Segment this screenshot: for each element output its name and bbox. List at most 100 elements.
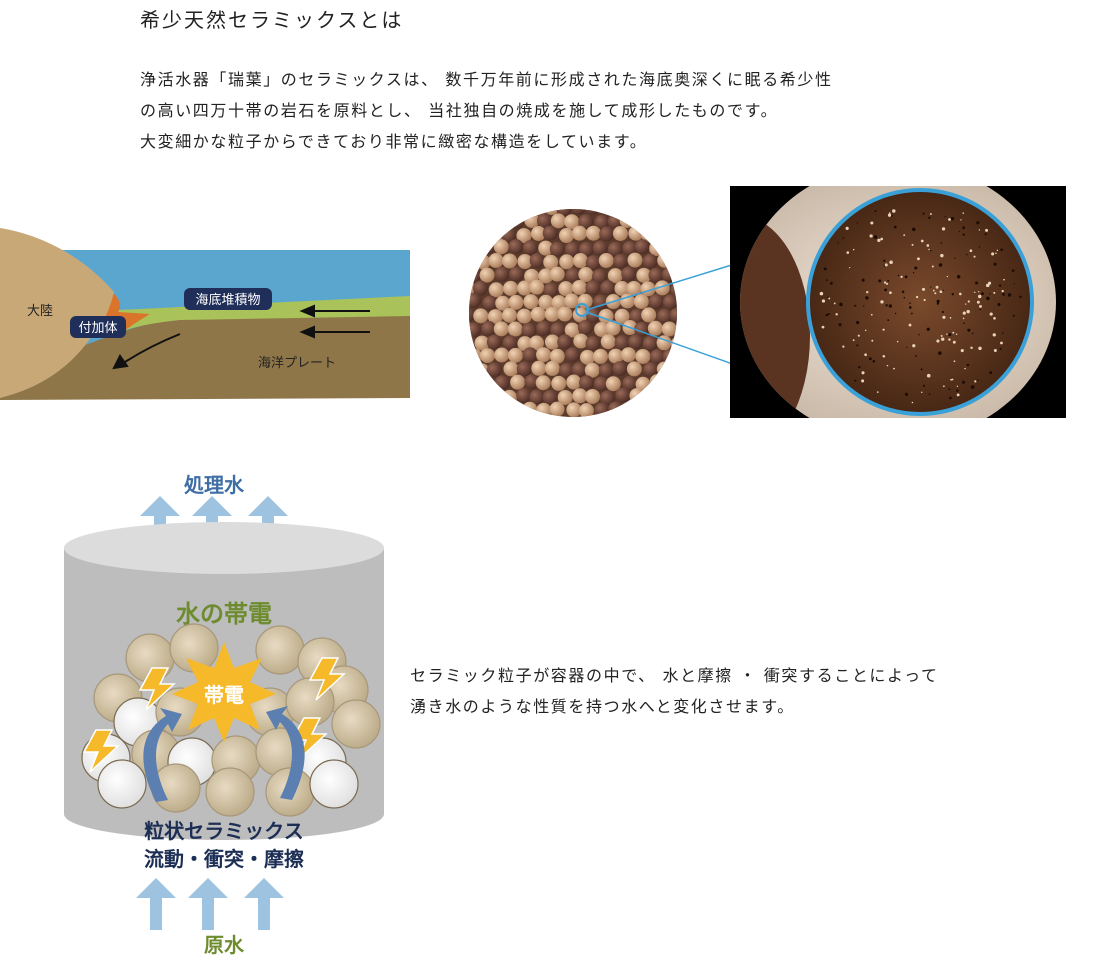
pellet (503, 361, 519, 377)
pellet (580, 349, 596, 365)
pellet (584, 362, 600, 378)
grain (966, 309, 970, 314)
pellet (530, 226, 546, 242)
grain (842, 237, 845, 239)
grain (944, 215, 947, 218)
pellet (565, 347, 581, 363)
grain (833, 302, 836, 305)
pellet (564, 241, 580, 257)
grain (911, 401, 914, 404)
grain (893, 225, 897, 229)
pellet (594, 321, 610, 337)
grain (880, 237, 884, 241)
pellet (508, 294, 524, 310)
pellet (635, 403, 651, 417)
grain (967, 328, 971, 332)
pellet (614, 308, 630, 324)
pellet (648, 293, 664, 309)
pellet (516, 361, 532, 377)
grain (956, 274, 961, 279)
grain (846, 251, 850, 254)
microscope-cross-section (730, 186, 1066, 418)
pellet (522, 401, 538, 417)
pellet (622, 240, 638, 256)
grain (837, 242, 840, 244)
pellet (661, 321, 677, 337)
grain (935, 285, 939, 289)
grain (897, 274, 900, 277)
pellet (516, 209, 532, 214)
inflow-arrows (136, 878, 284, 930)
grain (883, 259, 886, 262)
continent-label: 大陸 (27, 303, 53, 319)
grain (1012, 314, 1015, 317)
grain (923, 298, 926, 302)
grain (874, 210, 877, 213)
grain (985, 228, 988, 232)
pellet (593, 294, 609, 310)
grain (965, 303, 967, 305)
grain (962, 380, 966, 384)
pellet (479, 348, 495, 364)
pellet (508, 266, 524, 282)
grain (887, 213, 892, 217)
grain (921, 391, 923, 394)
grain (830, 282, 833, 285)
pellet (615, 387, 631, 403)
charge-label: 帯電 (204, 683, 244, 707)
grain (825, 313, 829, 317)
grain (863, 305, 865, 307)
pellet (536, 402, 552, 417)
pellet (622, 375, 638, 391)
grain (827, 312, 830, 316)
grain (967, 300, 970, 303)
pellet (633, 293, 649, 309)
pellet (529, 279, 545, 295)
grain (821, 299, 826, 303)
grain (864, 353, 867, 357)
grain (823, 267, 827, 271)
pellet (556, 209, 572, 217)
grain (901, 290, 905, 294)
grain (886, 364, 889, 367)
grain (970, 346, 973, 350)
pellet (669, 307, 677, 323)
pellet (593, 348, 609, 364)
pellet (495, 402, 511, 417)
pellet (608, 401, 624, 417)
ceramics-action-label: 流動・衝突・摩擦 (144, 847, 304, 871)
grain (838, 323, 842, 327)
pellet (628, 209, 644, 215)
pellet (600, 280, 616, 296)
grain (880, 300, 884, 304)
grain (941, 337, 945, 341)
pellet (614, 335, 630, 351)
pellet (591, 268, 607, 284)
pellet (502, 335, 518, 351)
pellet (605, 320, 621, 336)
grain (861, 379, 865, 383)
pellet (671, 209, 677, 215)
grain (963, 322, 965, 324)
pellet (486, 334, 502, 350)
grain (981, 292, 984, 296)
grain (998, 284, 1002, 287)
grain (852, 248, 855, 251)
grain (856, 344, 859, 347)
pellet (535, 375, 551, 391)
mechanism-caption: セラミック粒子が容器の中で、 水と摩擦 ・ 衝突することによって 湧き水のような… (410, 660, 939, 722)
grain (958, 230, 960, 233)
grain (969, 249, 973, 253)
pellet (621, 401, 637, 417)
grain (960, 349, 964, 353)
grain (936, 299, 940, 303)
pellet (473, 209, 489, 215)
pellet (529, 389, 545, 405)
pellet (522, 240, 538, 256)
grain (871, 339, 874, 342)
pellet (472, 280, 488, 296)
pellet (636, 267, 652, 283)
grain (931, 265, 934, 268)
grain (948, 218, 951, 221)
grain (885, 282, 889, 285)
